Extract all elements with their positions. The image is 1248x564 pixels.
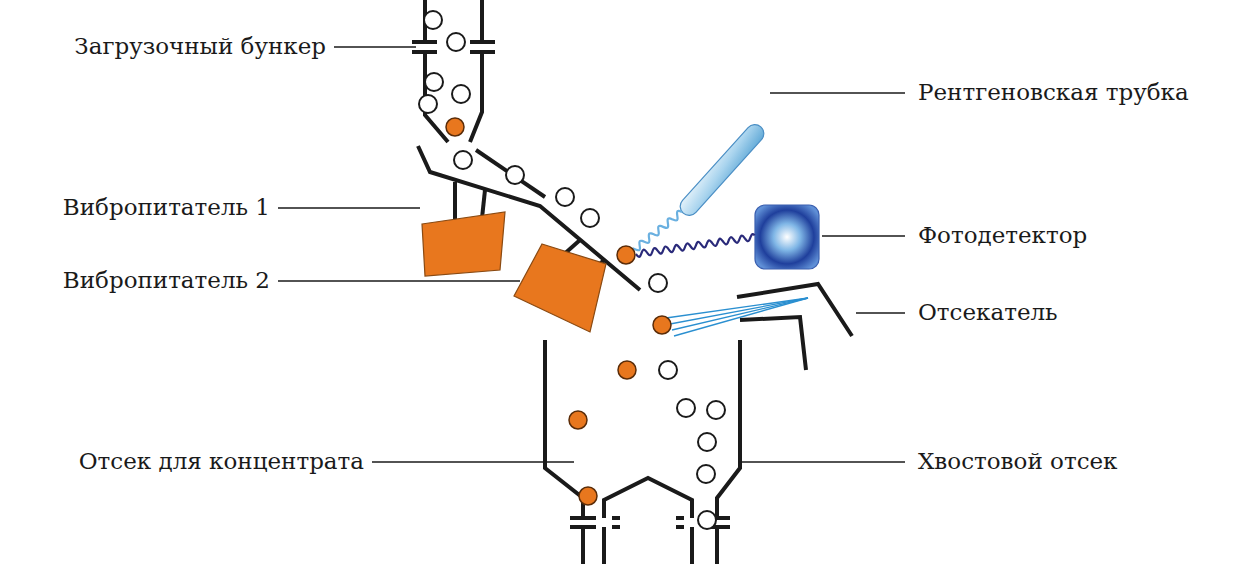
outlet-pipe [690,527,694,564]
waste-particle [556,188,574,206]
part-label: Хвостовой отсек [918,448,1118,476]
feeder-leg [482,190,485,218]
waste-particle [454,151,472,169]
ore-particle [579,487,597,505]
bin-wall [717,340,740,518]
outlet-pipe [715,527,719,564]
xray-beam [633,211,682,250]
rock-particles [419,11,725,529]
bin-flange [612,516,620,520]
part-label: Отсек для концентрата [79,448,364,476]
bin-divider [604,478,692,518]
waste-particle [659,361,677,379]
waste-particle [698,433,716,451]
vibrofeeder [422,212,505,276]
leader-line [372,461,574,462]
ore-particle [618,361,636,379]
waste-particle [447,33,465,51]
leader-line [822,235,905,236]
waste-particle [697,465,715,483]
bin-flange [612,525,620,529]
leader-line [770,92,905,93]
apparatus-frame [412,0,852,564]
leader-line [856,312,905,313]
feeder-tray [476,150,545,197]
hopper-flange [470,40,495,44]
waste-particle [506,166,524,184]
leader-line [738,461,905,462]
leader-line [334,46,416,47]
waste-particle [677,399,695,417]
air-jet [666,298,808,336]
air-jet-line [672,298,808,330]
ore-particle [569,411,587,429]
ejector [740,317,806,370]
bin-flange [676,525,684,529]
fluorescence-signal [636,234,755,257]
part-label: Фотодетектор [918,222,1087,250]
ore-particle [446,118,464,136]
hopper-wall [480,0,484,42]
leader-line [278,280,520,281]
waste-particle [698,511,716,529]
waste-particle [424,11,442,29]
air-jet-line [670,298,808,324]
part-label: Отсекатель [918,299,1058,327]
air-jet-line [674,298,808,336]
vibrofeeder [514,244,606,332]
leader-lines [278,47,905,462]
waste-particle [581,209,599,227]
outlet-pipe [602,527,606,564]
waste-particle [425,73,443,91]
ore-particle [617,246,635,264]
xray-tube [677,121,768,219]
outlet-pipe [581,527,585,564]
part-label: Вибропитатель 1 [63,194,270,222]
part-label: Загрузочный бункер [74,33,326,61]
bin-flange [676,516,684,520]
waste-particle [649,274,667,292]
waste-particle [419,95,437,113]
hopper-wall [470,52,482,142]
bin-flange [570,516,596,520]
hopper-flange [412,40,437,44]
xray-tube-body [677,121,768,219]
ore-particle [653,316,671,334]
part-label: Рентгеновская трубка [918,79,1189,107]
leader-line [278,207,420,208]
part-label: Вибропитатель 2 [63,267,270,295]
photodetector [755,205,819,269]
ore-particles [446,118,671,505]
waste-particle [452,85,470,103]
feeder-leg [453,182,457,222]
waste-particle [707,401,725,419]
